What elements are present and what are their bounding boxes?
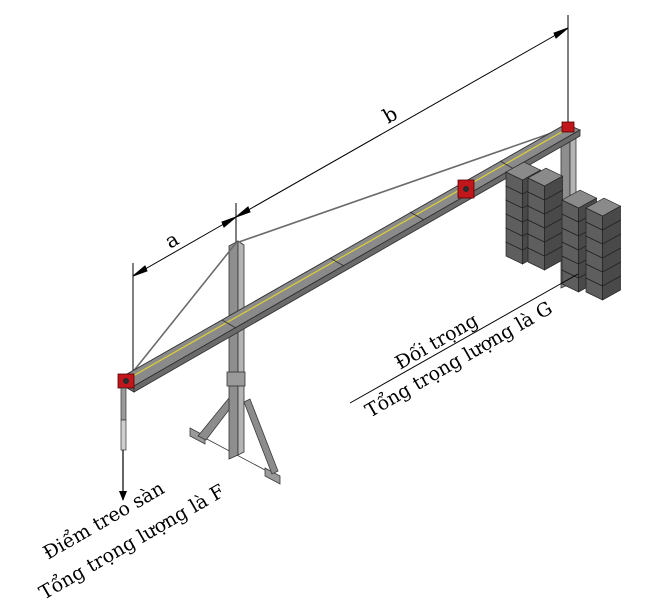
dimension-arrow-b-end [553, 27, 569, 39]
tension-cables [127, 127, 567, 379]
front-post [226, 240, 246, 460]
beam-stripe [125, 125, 573, 381]
suspension-point [119, 387, 127, 501]
dimension-line-b [235, 27, 569, 218]
dimension-arrow-b-start [235, 206, 251, 218]
front-base-frame [189, 397, 281, 485]
dimension-lines [132, 15, 569, 375]
counterweight-underline [349, 273, 579, 404]
cable-rear [235, 127, 567, 244]
middle-joint [457, 179, 475, 199]
label-underlines [349, 273, 579, 404]
counterweight-stack-rear-right-block [527, 167, 564, 201]
rear-tip-joint [561, 121, 575, 133]
front-tip-joint [117, 373, 135, 389]
cable-front [127, 242, 237, 379]
counterweight-stack-front-right-block [585, 197, 622, 231]
dimension-arrow-a-start [132, 265, 148, 277]
dimension-arrow-a-end [221, 216, 237, 228]
counterweight-stacks [505, 161, 622, 301]
dimension-line-a [132, 216, 237, 277]
